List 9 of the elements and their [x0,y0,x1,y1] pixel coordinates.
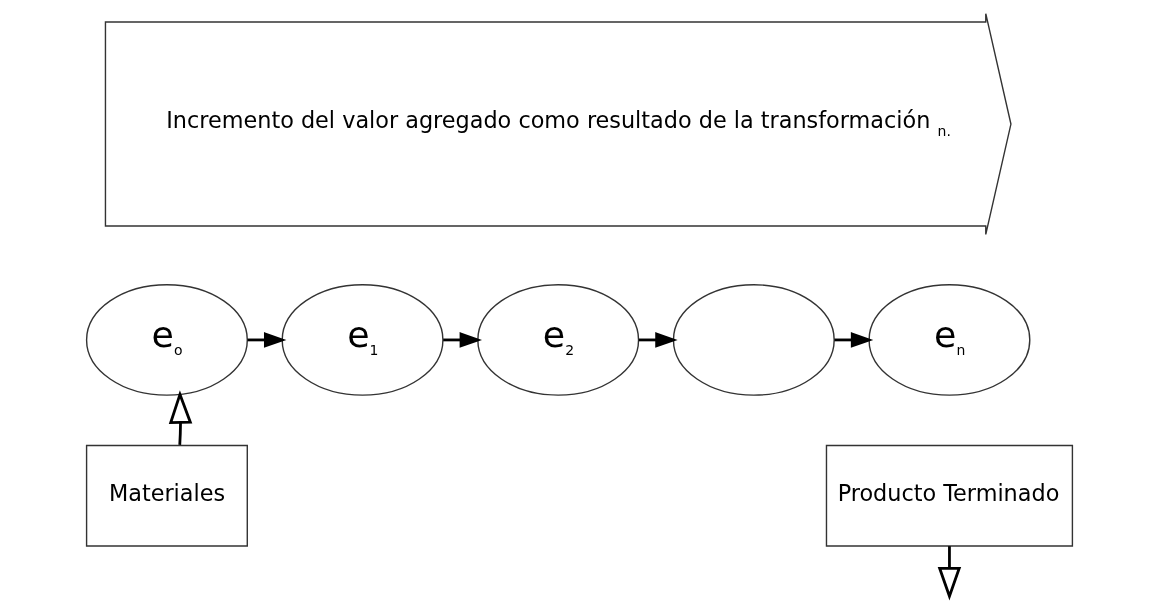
node-box: Producto Terminado [825,444,1074,547]
arrow [168,390,193,446]
node-ellipse: e$_{n}$ [868,284,1031,396]
node-box: Materiales [85,444,248,547]
node-circle [672,284,835,396]
node-ellipse: e$_{1}$ [281,284,444,396]
arrow [937,546,962,601]
node-ellipse: e$_{2}$ [477,284,640,396]
node-ellipse: e$_{o}$ [85,284,248,396]
